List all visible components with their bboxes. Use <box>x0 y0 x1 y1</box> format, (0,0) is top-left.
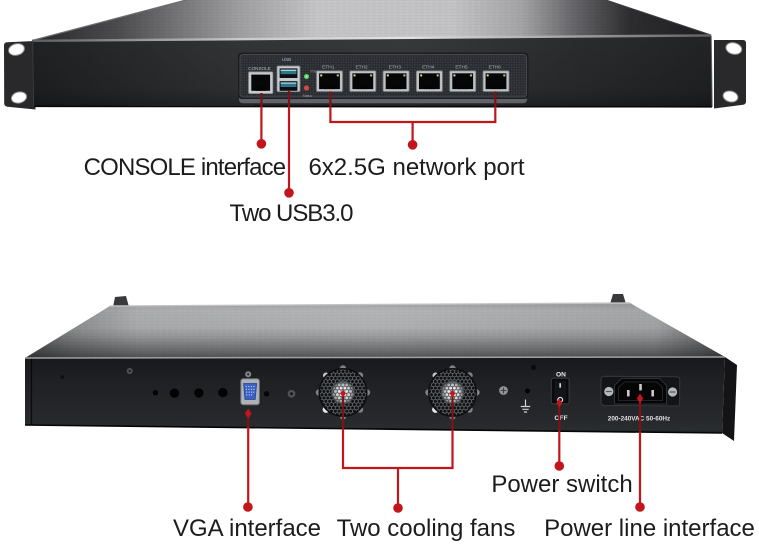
svg-text:ETH5: ETH5 <box>455 65 468 71</box>
svg-text:Power: Power <box>311 70 321 74</box>
svg-text:ETH3: ETH3 <box>389 65 402 71</box>
svg-text:ETH4: ETH4 <box>422 65 435 71</box>
svg-text:ETH2: ETH2 <box>355 65 368 71</box>
svg-text:Power line interface: Power line interface <box>544 515 755 542</box>
svg-text:CONSOLE: CONSOLE <box>248 66 270 71</box>
svg-text:ETH1: ETH1 <box>322 65 335 71</box>
svg-text:Two cooling fans: Two cooling fans <box>337 515 516 542</box>
svg-text:OFF: OFF <box>554 415 567 422</box>
svg-text:ETH6: ETH6 <box>489 65 502 71</box>
svg-text:Status: Status <box>303 94 313 98</box>
svg-text:6x2.5G network port: 6x2.5G network port <box>308 154 524 181</box>
svg-text:CONSOLE interface: CONSOLE interface <box>84 154 286 181</box>
svg-text:Power switch: Power switch <box>491 471 632 498</box>
svg-text:VGA interface: VGA interface <box>173 515 321 542</box>
svg-text:USB: USB <box>282 57 291 62</box>
svg-text:Two USB3.0: Two USB3.0 <box>230 200 354 227</box>
svg-text:ON: ON <box>556 371 566 378</box>
